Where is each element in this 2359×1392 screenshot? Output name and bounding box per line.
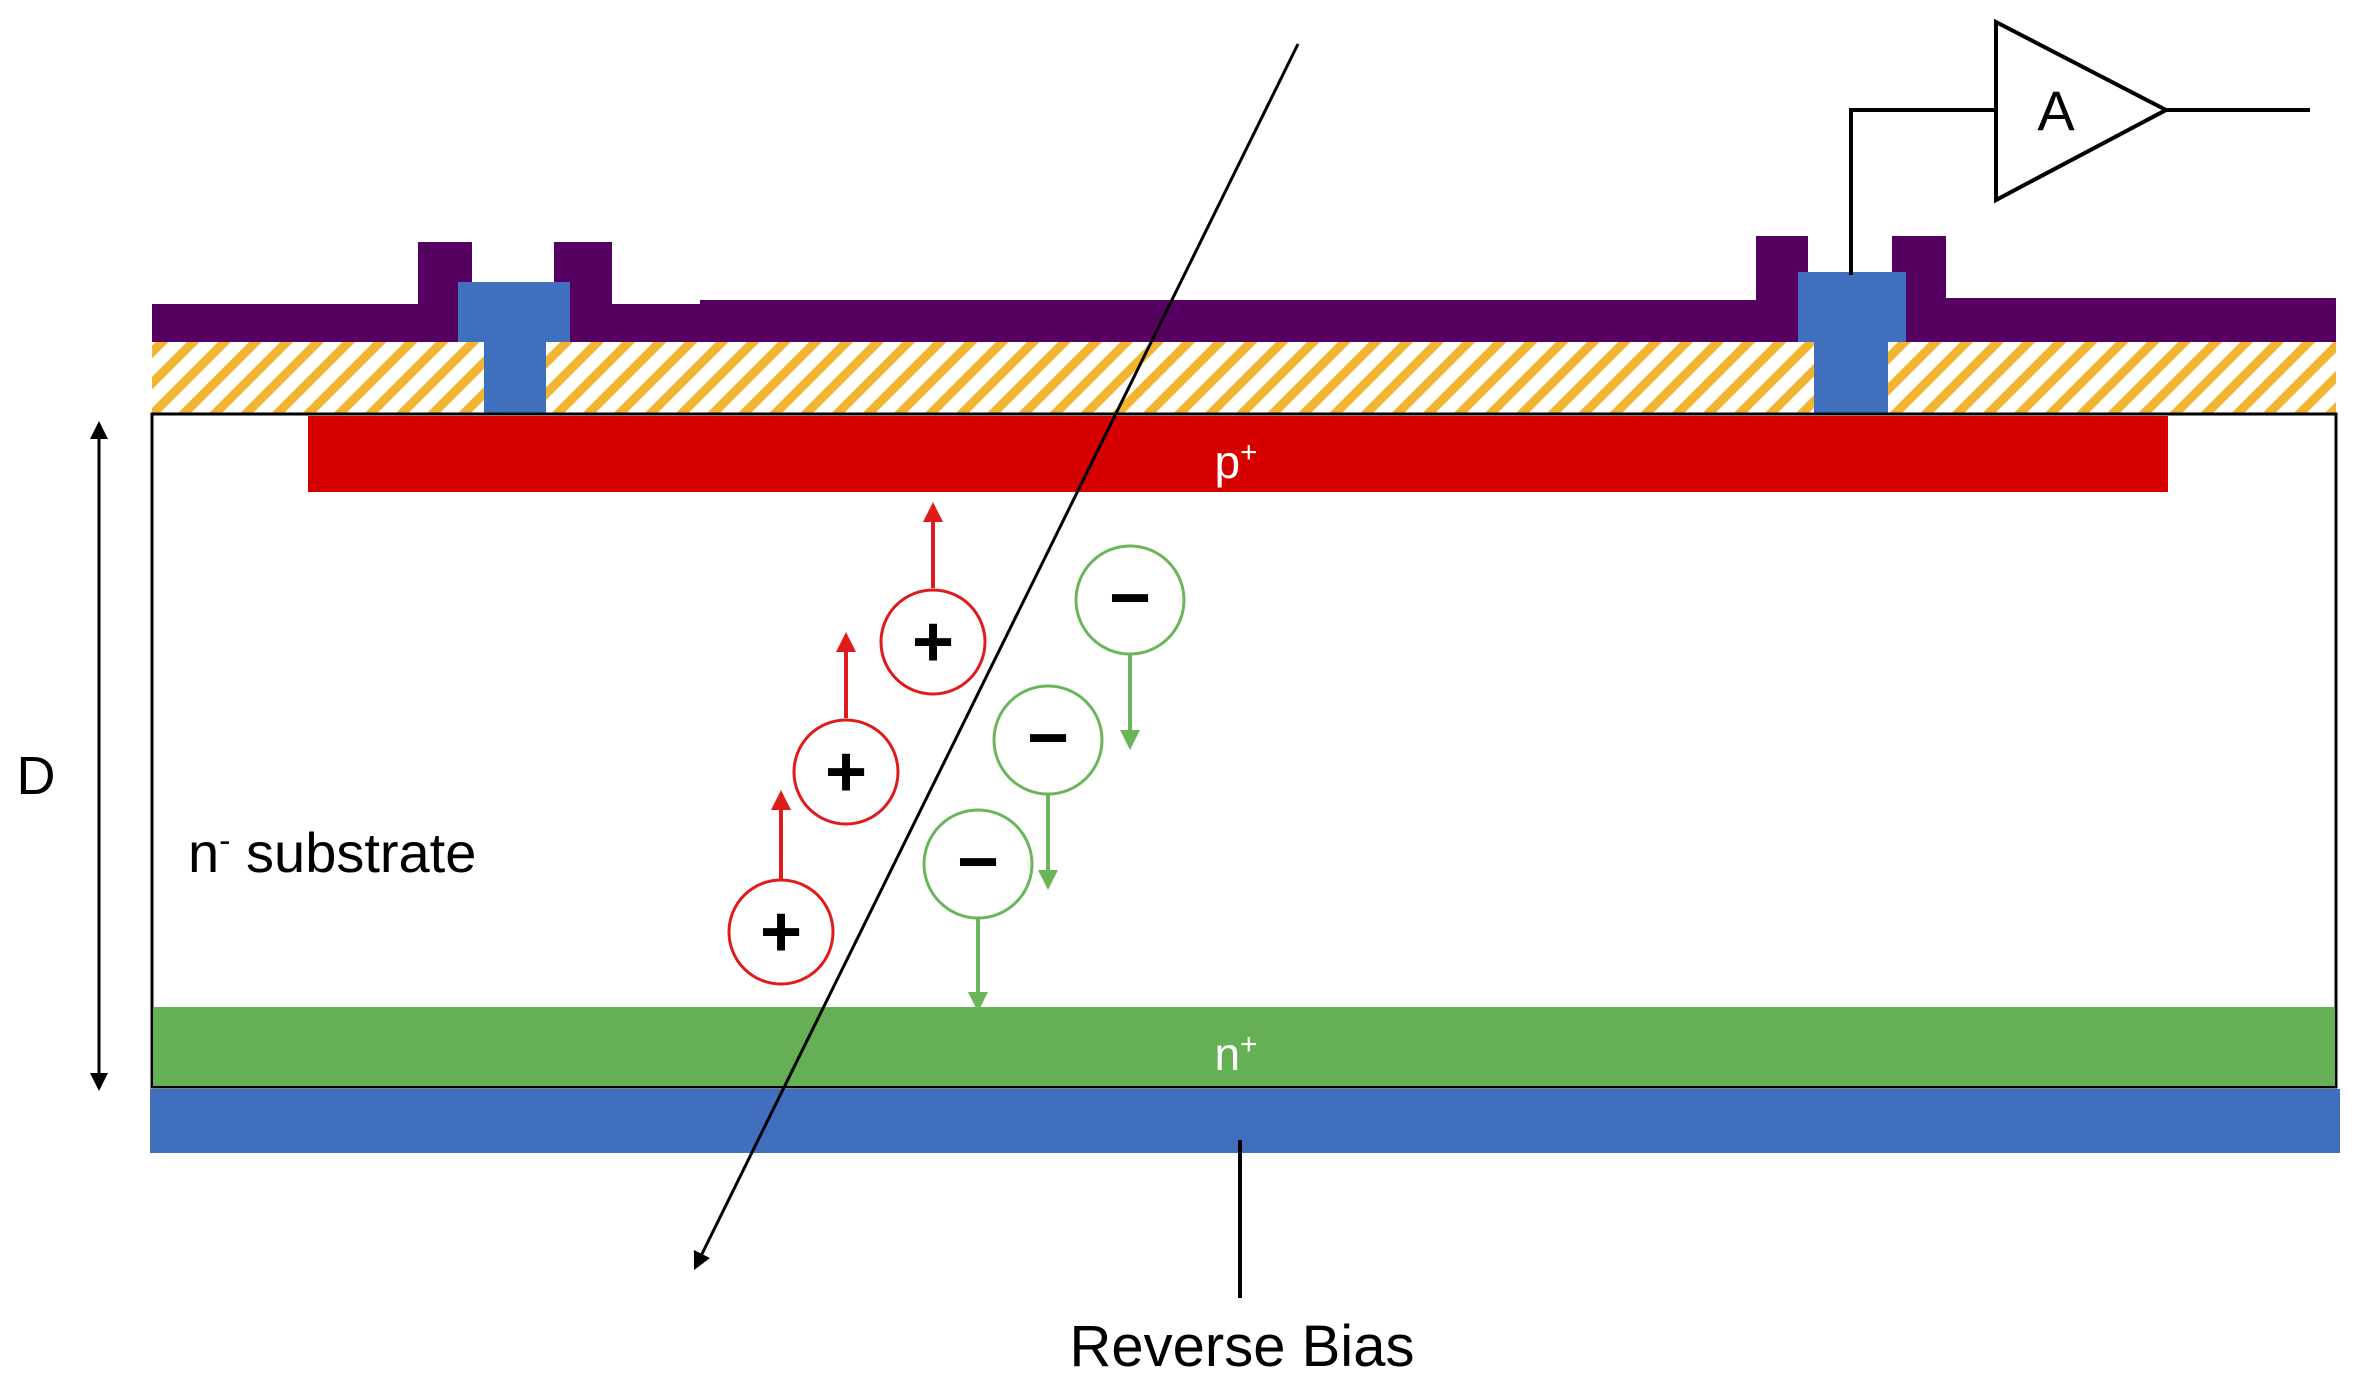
electron-circle	[922, 808, 1034, 920]
hole-circle	[727, 878, 835, 986]
p-plus-label: p+	[1214, 436, 1257, 488]
substrate-outline	[150, 412, 2338, 1089]
electron-symbol: −	[1109, 558, 1151, 638]
hole-symbol: +	[912, 602, 954, 682]
amplifier-label: A	[2037, 79, 2075, 142]
passivation-layer-right	[1892, 236, 2336, 342]
p-plus-implant	[308, 416, 2168, 492]
passivation-layer	[152, 242, 472, 342]
metal-contact-right	[1798, 272, 1906, 414]
electron-symbol: −	[957, 822, 999, 902]
passivation-layer-left-step	[1756, 236, 1808, 342]
particle-track-arrow	[693, 43, 1300, 1271]
thickness-label: D	[17, 746, 56, 806]
readout-wire	[1849, 108, 1996, 275]
hole-circle	[879, 588, 987, 696]
substrate-label: n- substrate	[188, 821, 476, 884]
reverse-bias-label: Reverse Bias	[1070, 1314, 1415, 1379]
backside-metal	[150, 1089, 2340, 1153]
metal-contact-left	[458, 282, 570, 414]
hole-symbol: +	[825, 732, 867, 812]
amplifier-symbol	[1994, 18, 2171, 204]
holes-group: + + +	[727, 502, 987, 986]
electron-circle	[992, 684, 1104, 796]
electron-symbol: −	[1027, 698, 1069, 778]
n-plus-label: n+	[1214, 1028, 1257, 1080]
electrons-group: − − −	[922, 544, 1186, 1012]
oxide-layer	[152, 342, 2336, 414]
electron-circle	[1074, 544, 1186, 656]
passivation-layer-mid	[554, 242, 1768, 342]
hole-circle	[792, 718, 900, 826]
n-plus-implant	[153, 1007, 2335, 1086]
hole-symbol: +	[760, 892, 802, 972]
